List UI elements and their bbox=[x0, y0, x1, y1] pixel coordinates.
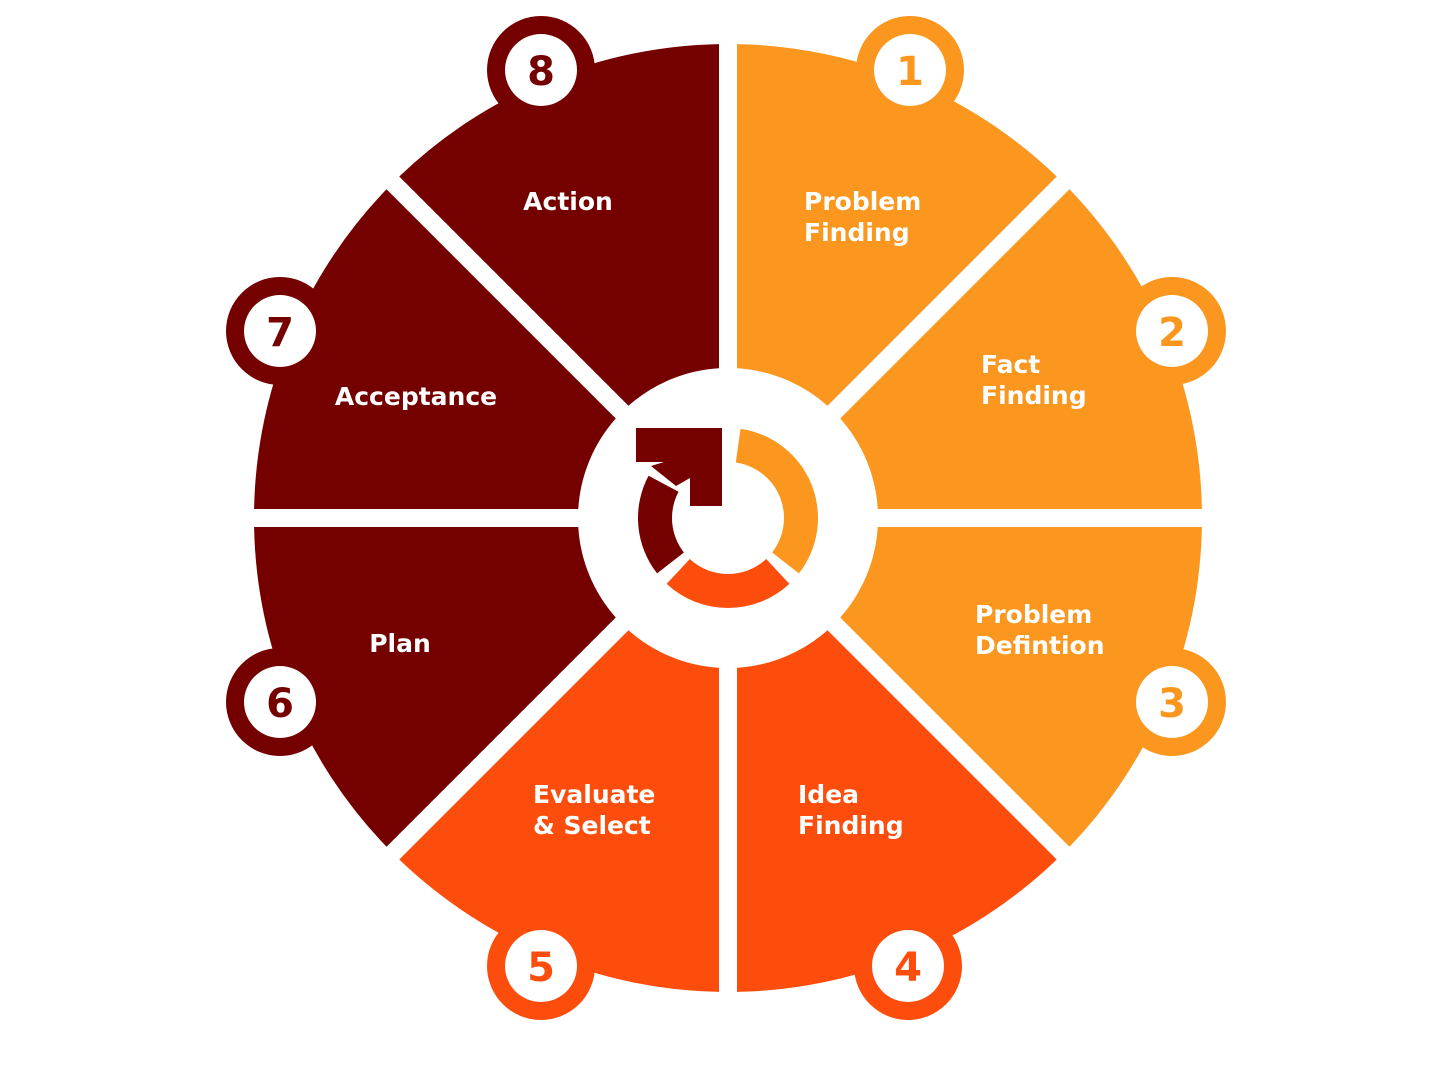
step-number: 2 bbox=[1158, 310, 1186, 356]
segments bbox=[254, 44, 1202, 992]
segment-label-line: Finding bbox=[798, 811, 904, 840]
segment-7 bbox=[254, 189, 616, 509]
step-badge-2: 2 bbox=[1118, 277, 1226, 385]
segment-label-line: Action bbox=[523, 187, 613, 216]
segment-label-line: Plan bbox=[369, 629, 431, 658]
segment-label-line: Problem bbox=[975, 600, 1092, 629]
badge-core bbox=[505, 34, 577, 106]
cycle-arrow-neck bbox=[651, 462, 690, 486]
cycle-arc-mid bbox=[666, 558, 790, 608]
segment-label-line: Acceptance bbox=[335, 382, 497, 411]
cycle-arc-dark bbox=[637, 475, 684, 574]
step-badges: 1 2 3 4 5 6 7 8 bbox=[226, 16, 1226, 1020]
segment-label-line: Finding bbox=[981, 381, 1087, 410]
segment-1 bbox=[737, 44, 1057, 406]
step-number: 6 bbox=[266, 681, 294, 727]
step-badge-5: 5 bbox=[487, 912, 595, 1020]
step-number: 5 bbox=[527, 945, 555, 991]
badge-core bbox=[1136, 295, 1208, 367]
segment-label-6: Plan bbox=[369, 629, 431, 658]
step-badge-1: 1 bbox=[856, 16, 964, 124]
segment-label-line: Fact bbox=[981, 350, 1040, 379]
badge-core bbox=[1136, 666, 1208, 738]
segment-4 bbox=[737, 630, 1057, 992]
step-badge-6: 6 bbox=[226, 648, 334, 756]
segment-5 bbox=[399, 630, 719, 992]
badge-core bbox=[872, 930, 944, 1002]
segment-label-line: Defintion bbox=[975, 631, 1105, 660]
cycle-arrow-head bbox=[636, 428, 722, 506]
segment-6 bbox=[254, 527, 616, 847]
step-badge-7: 7 bbox=[226, 277, 334, 385]
step-number: 4 bbox=[894, 945, 922, 991]
segment-label-line: Problem bbox=[804, 187, 921, 216]
segment-label-line: & Select bbox=[533, 811, 651, 840]
cycle-arrow-icon bbox=[636, 428, 818, 608]
segment-label-line: Finding bbox=[804, 218, 910, 247]
segment-label-line: Idea bbox=[798, 780, 859, 809]
segment-8 bbox=[399, 44, 719, 406]
step-number: 8 bbox=[527, 49, 555, 95]
segment-label-7: Acceptance bbox=[335, 382, 497, 411]
step-number: 1 bbox=[896, 49, 924, 95]
cycle-arc-light bbox=[735, 428, 818, 574]
badge-core bbox=[244, 295, 316, 367]
step-badge-8: 8 bbox=[487, 16, 595, 124]
segment-label-8: Action bbox=[523, 187, 613, 216]
step-badge-3: 3 bbox=[1118, 648, 1226, 756]
segment-2 bbox=[840, 189, 1202, 509]
segment-3 bbox=[840, 527, 1202, 847]
badge-core bbox=[505, 930, 577, 1002]
badge-core bbox=[874, 34, 946, 106]
badge-core bbox=[244, 666, 316, 738]
step-number: 3 bbox=[1158, 681, 1186, 727]
step-badge-4: 4 bbox=[854, 912, 962, 1020]
step-number: 7 bbox=[266, 310, 294, 356]
segment-label-5: Evaluate& Select bbox=[533, 780, 655, 840]
segment-label-line: Evaluate bbox=[533, 780, 655, 809]
